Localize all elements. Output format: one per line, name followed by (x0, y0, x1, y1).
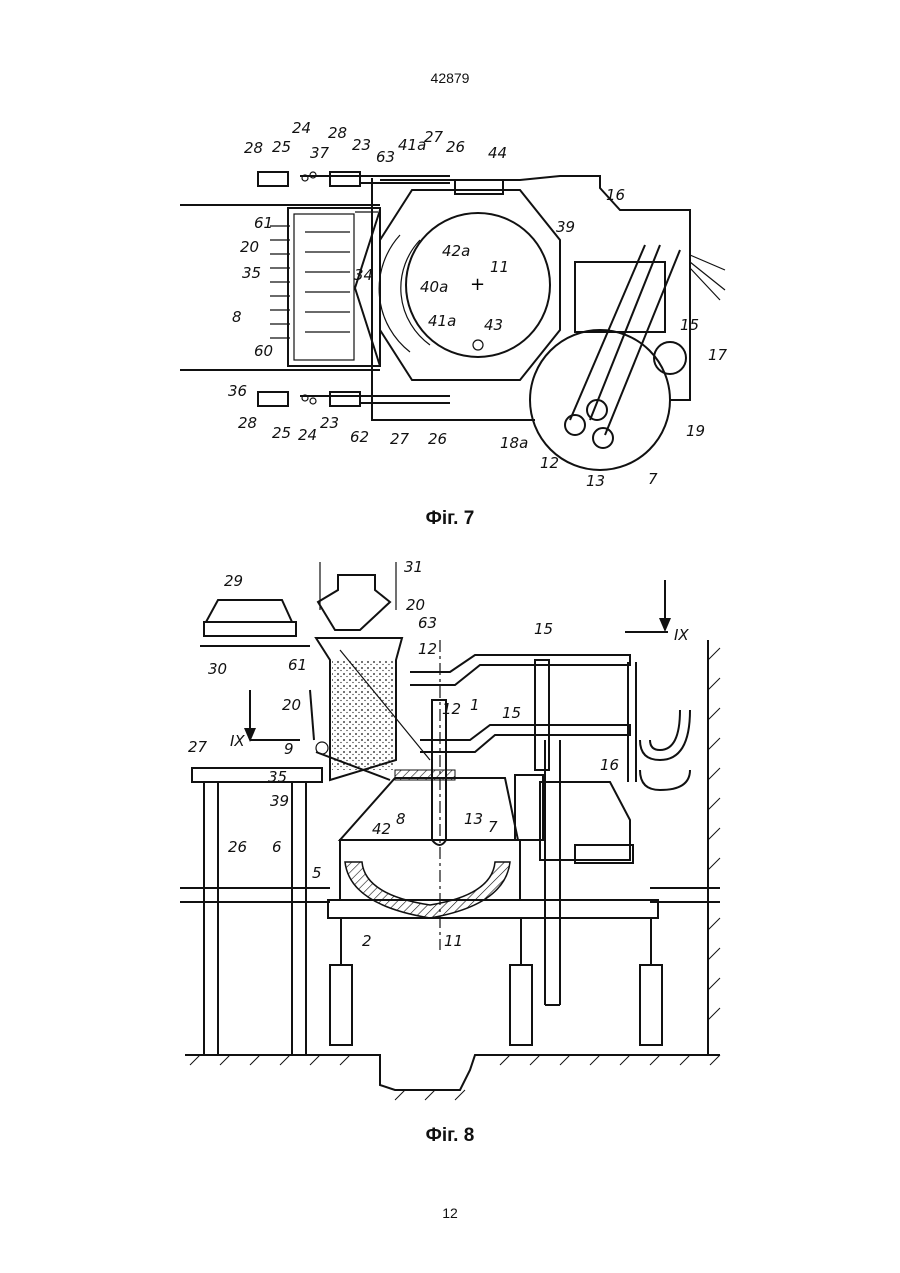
fig8-label: 8 (396, 810, 406, 828)
fig8-label: 2 (362, 932, 372, 950)
fig7-label: 8 (232, 308, 242, 326)
fig8-label: 20 (282, 696, 301, 714)
fig8-label: 12 (442, 700, 461, 718)
fig8-label: 29 (224, 572, 243, 590)
fig7-label: 15 (680, 316, 699, 334)
fig7-label: 39 (556, 218, 575, 236)
fig7-label: 28 (328, 124, 347, 142)
fig7-label: 7 (648, 470, 658, 488)
fig8-label: 30 (208, 660, 227, 678)
fig7-label: 40a (420, 278, 448, 296)
fig7-label: 26 (428, 430, 447, 448)
fig7-label: 44 (488, 144, 507, 162)
fig8-label: 16 (600, 756, 619, 774)
fig7-label: 18a (500, 434, 528, 452)
fig7-label: 13 (586, 472, 605, 490)
fig8-label: 12 (418, 640, 437, 658)
figure-8-labels: 31 29 20 63 30 12 15 IX 61 20 12 1 15 27… (188, 558, 689, 950)
fig7-label: 24 (292, 119, 311, 137)
fig8-label: 11 (444, 932, 463, 950)
figure-8-drawing (180, 562, 720, 1100)
fig7-label: 12 (540, 454, 559, 472)
fig7-label: 62 (350, 428, 369, 446)
fig7-label: 41a (428, 312, 456, 330)
fig7-label: 61 (254, 214, 273, 232)
fig7-label: 24 (298, 426, 317, 444)
fig7-label: 41a (398, 136, 426, 154)
fig7-label: 43 (484, 316, 503, 334)
fig8-label: 63 (418, 614, 437, 632)
fig7-label: 20 (240, 238, 259, 256)
fig7-label: 34 (354, 266, 373, 284)
fig7-label: 36 (228, 382, 247, 400)
fig7-label: 25 (272, 424, 291, 442)
fig7-label: 28 (244, 139, 263, 157)
fig7-label: 63 (376, 148, 395, 166)
fig7-label: 27 (390, 430, 410, 448)
fig8-label: 5 (312, 864, 322, 882)
fig8-label: 9 (284, 740, 294, 758)
fig8-label: 31 (404, 558, 423, 576)
figure-7-labels: 28 25 24 37 28 23 63 41a 27 26 44 61 39 … (228, 119, 728, 490)
fig8-label: 26 (228, 838, 247, 856)
fig8-label: 20 (406, 596, 425, 614)
fig7-label: 27 (424, 128, 444, 146)
fig8-label: 27 (188, 738, 208, 756)
fig7-label: 23 (320, 414, 339, 432)
fig7-label: 17 (708, 346, 728, 364)
fig8-label: 15 (502, 704, 521, 722)
fig8-label: IX (674, 626, 689, 644)
fig8-label: 35 (268, 768, 287, 786)
fig7-label: 42a (442, 242, 470, 260)
fig7-label: 26 (446, 138, 465, 156)
figure-7-caption: Фіг. 7 (0, 508, 900, 530)
fig7-label: 23 (352, 136, 371, 154)
fig7-label: 16 (606, 186, 625, 204)
fig7-label: 35 (242, 264, 261, 282)
fig8-label: 1 (470, 696, 480, 714)
figure-8-caption: Фіг. 8 (0, 1125, 900, 1147)
fig7-label: 60 (254, 342, 273, 360)
fig8-label: 6 (272, 838, 282, 856)
fig8-label: 61 (288, 656, 307, 674)
fig8-label: 7 (488, 818, 498, 836)
fig8-label: 13 (464, 810, 483, 828)
fig7-label: 19 (686, 422, 705, 440)
fig7-label: 28 (238, 414, 257, 432)
fig7-label: 37 (310, 144, 330, 162)
fig7-label: 11 (490, 258, 509, 276)
page-number-bottom: 12 (0, 1205, 900, 1221)
svg-text:+: + (470, 274, 485, 295)
fig8-label: 42 (372, 820, 391, 838)
fig8-label: IX (230, 732, 245, 750)
fig8-label: 39 (270, 792, 289, 810)
fig7-label: 25 (272, 138, 291, 156)
fig8-label: 15 (534, 620, 553, 638)
